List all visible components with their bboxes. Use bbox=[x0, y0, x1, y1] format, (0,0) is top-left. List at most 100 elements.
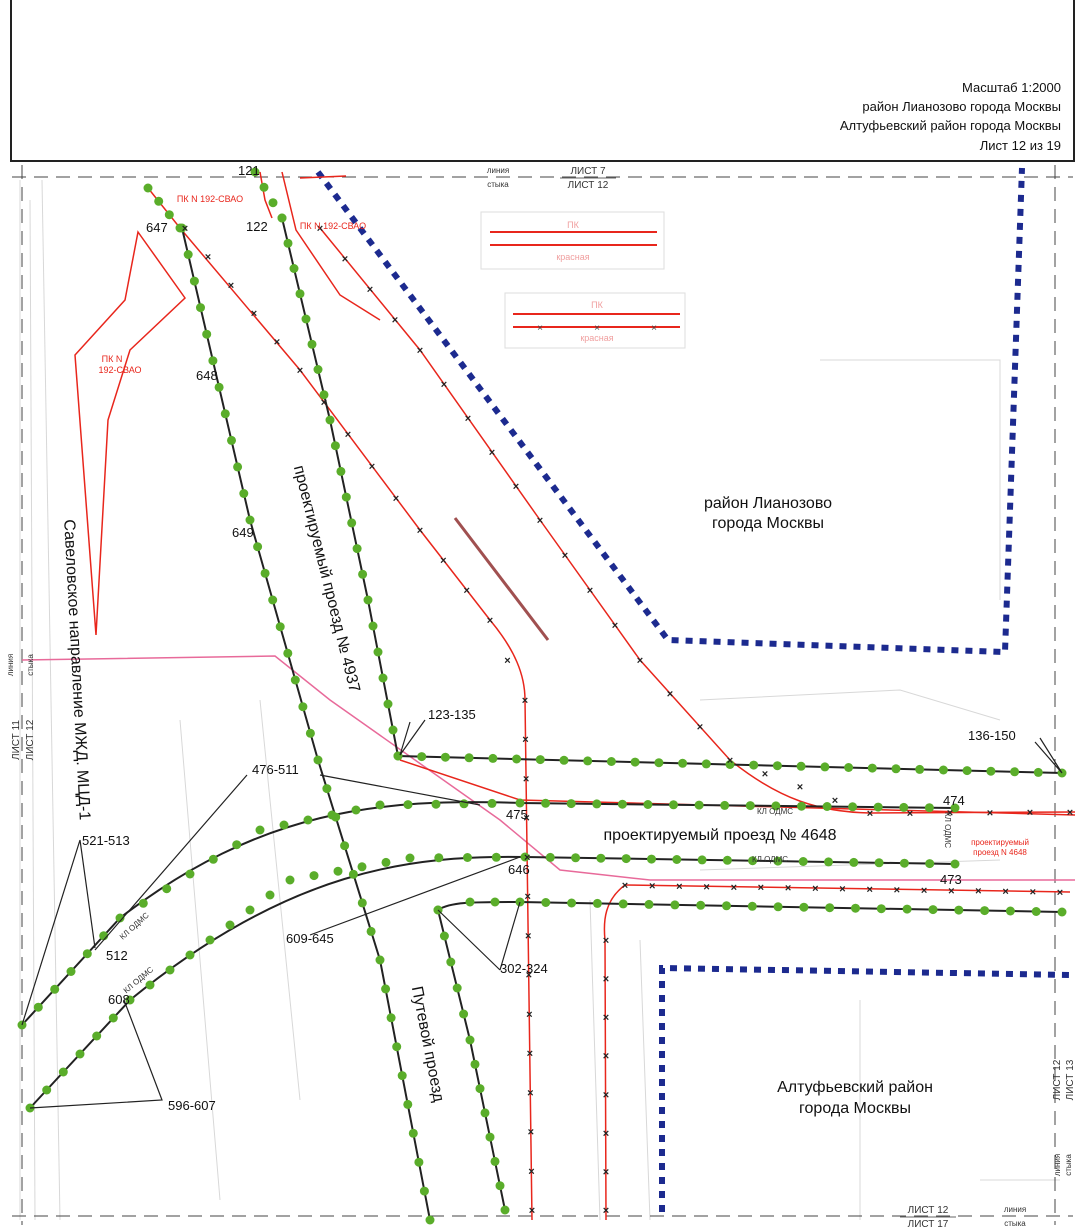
survey-point-marker bbox=[672, 855, 682, 864]
svg-text:×: × bbox=[651, 323, 657, 334]
cross-marker: × bbox=[527, 1087, 533, 1099]
legend: ПК красная × × × ПК красная bbox=[480, 211, 686, 349]
cross-marker: × bbox=[727, 755, 733, 767]
cross-marker: × bbox=[367, 284, 373, 296]
top-stitch-line2: стыка bbox=[487, 180, 509, 189]
survey-point-marker bbox=[535, 755, 545, 765]
pk-label-2: ПК N 192-СВАО bbox=[300, 221, 366, 231]
survey-point-marker bbox=[419, 1186, 429, 1196]
cross-marker: × bbox=[465, 413, 471, 425]
survey-point-marker bbox=[488, 753, 498, 763]
survey-point-marker bbox=[962, 766, 972, 776]
road-proezd-4937: проектируемый проезд № 4937 bbox=[290, 464, 363, 694]
cross-marker: × bbox=[417, 345, 423, 357]
survey-point-marker bbox=[392, 1042, 402, 1052]
survey-point-marker bbox=[295, 289, 305, 299]
survey-point-marker bbox=[165, 965, 175, 975]
cross-marker: × bbox=[622, 880, 628, 892]
survey-point-marker bbox=[279, 820, 289, 830]
odms-label-b: КЛ ОДМС bbox=[752, 855, 788, 864]
survey-point-marker bbox=[327, 810, 337, 820]
survey-point-marker bbox=[722, 855, 732, 865]
point-range-136-150: 136-150 bbox=[968, 728, 1016, 743]
cross-marker: × bbox=[947, 808, 953, 820]
point-range-521-513: 521-513 bbox=[82, 833, 130, 848]
cross-marker: × bbox=[894, 884, 900, 896]
cross-marker: × bbox=[1027, 807, 1033, 819]
cross-marker: × bbox=[562, 550, 568, 562]
survey-point-marker bbox=[227, 435, 236, 445]
cross-marker: × bbox=[612, 620, 618, 632]
cross-marker: × bbox=[369, 461, 375, 473]
survey-point-marker bbox=[701, 759, 711, 769]
cross-marker: × bbox=[867, 808, 873, 820]
survey-point-marker bbox=[487, 798, 497, 808]
dark-cable-lines bbox=[21, 217, 1063, 1221]
survey-point-marker bbox=[298, 702, 308, 712]
bottom-sheet-b: ЛИСТ 17 bbox=[908, 1219, 949, 1230]
survey-point-marker bbox=[145, 980, 155, 990]
leader-lines bbox=[21, 719, 1063, 1109]
survey-point-marker bbox=[66, 967, 76, 976]
red-cable-lines bbox=[147, 187, 1075, 1221]
cross-marker: × bbox=[526, 970, 532, 982]
cross-marker: × bbox=[948, 885, 954, 897]
survey-point-marker bbox=[799, 902, 809, 912]
cross-marker: × bbox=[526, 1009, 532, 1021]
survey-point-marker bbox=[289, 264, 299, 273]
survey-point-marker bbox=[470, 1059, 480, 1069]
survey-point-marker bbox=[208, 854, 218, 864]
survey-point-marker bbox=[75, 1049, 85, 1059]
survey-point-marker bbox=[515, 798, 525, 808]
cross-marker: × bbox=[603, 1205, 609, 1217]
cross-marker: × bbox=[524, 852, 530, 864]
cross-marker: × bbox=[785, 883, 791, 895]
survey-point-marker bbox=[245, 515, 255, 525]
survey-point-marker bbox=[58, 1067, 68, 1077]
survey-point-marker bbox=[305, 728, 315, 738]
road-railway: Савеловское направление МЖД. МЦД-1 bbox=[60, 519, 93, 821]
left-stitch-line1: линия bbox=[6, 654, 15, 676]
survey-point-marker bbox=[596, 853, 606, 863]
top-sheet-b: ЛИСТ 12 bbox=[568, 180, 609, 191]
point-range-609-645: 609-645 bbox=[286, 931, 334, 946]
survey-point-marker bbox=[351, 805, 361, 815]
survey-point-marker bbox=[357, 898, 367, 908]
cross-marker: × bbox=[527, 1048, 533, 1060]
survey-point-marker bbox=[1031, 907, 1041, 916]
survey-point-marker bbox=[388, 725, 398, 735]
survey-point-marker bbox=[375, 955, 385, 965]
cross-marker: × bbox=[832, 795, 838, 807]
survey-point-marker bbox=[368, 621, 378, 631]
cross-marker: × bbox=[975, 886, 981, 898]
cross-marker: × bbox=[603, 1166, 609, 1178]
cross-marker: × bbox=[603, 974, 609, 986]
survey-point-marker bbox=[1033, 767, 1043, 777]
survey-point-marker bbox=[980, 906, 990, 916]
survey-point-marker bbox=[330, 441, 340, 451]
survey-point-marker bbox=[363, 595, 373, 605]
survey-point-marker bbox=[950, 803, 960, 813]
survey-point-marker bbox=[747, 901, 757, 911]
area-lianozovo-1: район Лианозово bbox=[704, 495, 832, 512]
road-proezd-4648-small-1: проектируемый bbox=[971, 838, 1029, 847]
cross-marker: × bbox=[731, 882, 737, 894]
survey-point-marker bbox=[475, 1084, 485, 1094]
area-altufevo-2: города Москвы bbox=[799, 1100, 911, 1117]
point-122: 122 bbox=[246, 219, 268, 234]
cross-marker: × bbox=[524, 891, 530, 903]
left-stitch-line2: стыка bbox=[26, 654, 35, 676]
survey-point-marker bbox=[925, 859, 935, 869]
survey-point-marker bbox=[851, 903, 860, 913]
survey-point-marker bbox=[358, 569, 368, 579]
odms-label-e: КЛ ОДМС bbox=[943, 812, 952, 848]
survey-point-marker bbox=[214, 382, 224, 392]
cross-marker: × bbox=[676, 881, 682, 893]
survey-point-marker bbox=[606, 757, 616, 766]
bottom-stitch-line2: стыка bbox=[1004, 1219, 1026, 1228]
survey-point-marker bbox=[571, 853, 581, 863]
survey-point-marker bbox=[669, 800, 678, 810]
odms-label-a: КЛ ОДМС bbox=[757, 807, 793, 816]
point-608: 608 bbox=[108, 992, 130, 1007]
